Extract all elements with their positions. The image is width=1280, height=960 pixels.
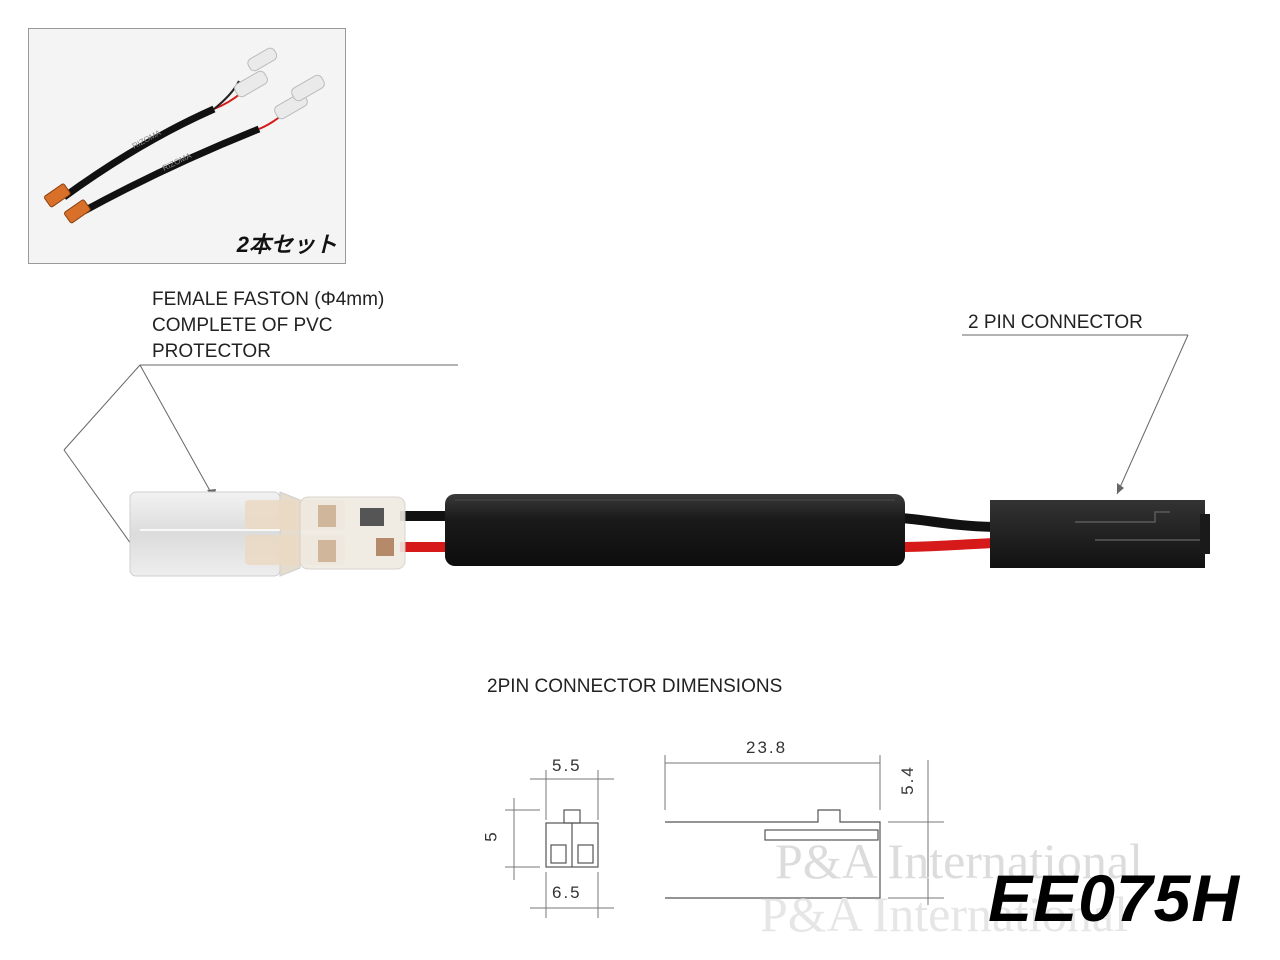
dimensions-title: 2PIN CONNECTOR DIMENSIONS	[487, 676, 783, 697]
photo-caption: 2本セット	[236, 232, 337, 257]
wires	[400, 511, 996, 552]
faston-callout-line2: COMPLETE OF PVC	[152, 315, 333, 336]
dim-height-left: 5	[481, 830, 501, 842]
product-photo-inset: RIZOMA RIZOMA 2本セット	[28, 28, 346, 264]
product-code: EE075H	[988, 861, 1240, 935]
faston-leader-lines	[63, 364, 458, 566]
dim-width-bottom: 6.5	[552, 883, 582, 902]
two-pin-connector	[990, 500, 1210, 568]
faston-callout: FEMALE FASTON (Φ4mm) COMPLETE OF PVC PRO…	[152, 287, 384, 365]
connector-side-view	[665, 809, 881, 899]
heat-shrink-sleeve	[445, 494, 905, 566]
dim-width-top: 5.5	[552, 756, 582, 775]
watermark-line1: P&A International	[775, 833, 1143, 889]
connector-leader-line	[962, 334, 1189, 495]
faston-callout-line3: PROTECTOR	[152, 341, 271, 362]
watermark-line2: P&A International	[760, 886, 1128, 942]
connector-callout: 2 PIN CONNECTOR	[968, 312, 1143, 333]
connector-front-view	[545, 809, 599, 868]
front-view-dim-lines	[505, 770, 614, 918]
faston-protector	[129, 491, 406, 577]
faston-callout-line1: FEMALE FASTON (Φ4mm)	[152, 289, 385, 310]
dim-height-right: 5.4	[897, 765, 917, 795]
dim-length: 23.8	[746, 738, 788, 757]
product-photo-illustration: RIZOMA RIZOMA	[44, 47, 325, 224]
arrow-head	[1117, 483, 1124, 494]
side-view-dim-lines	[664, 755, 944, 905]
